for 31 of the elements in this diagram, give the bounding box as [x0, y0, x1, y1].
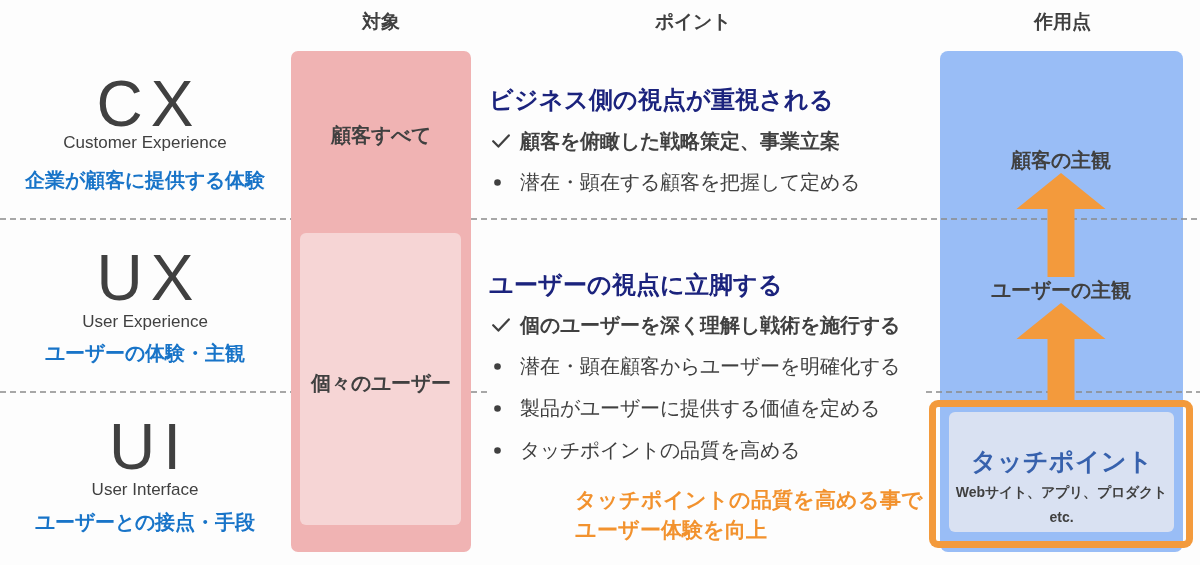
info-panel — [949, 412, 1174, 532]
column-heading: 作用点 — [1033, 10, 1091, 34]
section-heading: ユーザーの視点に立脚する — [489, 270, 783, 300]
node-label: 顧客の主観 — [1011, 147, 1111, 173]
subtitle: User Experience — [82, 311, 208, 333]
acronym-title: UX — [96, 246, 202, 310]
subtitle: User Interface — [91, 479, 199, 501]
arrow — [1016, 173, 1106, 277]
inner-panel — [300, 233, 461, 525]
list-item: 個のユーザーを深く理解し戦術を施行する — [520, 313, 900, 338]
description: 企業が顧客に提供する体験 — [25, 168, 265, 193]
highlight-frame — [929, 400, 1193, 548]
panel-label: 顧客すべて — [331, 123, 431, 148]
column-heading: ポイント — [655, 10, 731, 34]
list-item: 顧客を俯瞰した戦略策定、事業立案 — [520, 129, 840, 154]
list-item: 潜在・顕在顧客からユーザーを明確化する — [520, 354, 900, 379]
heading-label: タッチポイント — [970, 446, 1153, 477]
column-heading: 対象 — [362, 10, 400, 34]
panel-label: 個々のユーザー — [310, 371, 451, 396]
node-label: ユーザーの主観 — [991, 277, 1131, 303]
description: ユーザーとの接点・手段 — [35, 510, 255, 535]
list-item: タッチポイントの品質を高める — [520, 438, 800, 463]
list-item: 製品がユーザーに提供する価値を定める — [520, 396, 880, 421]
section-heading: ビジネス側の視点が重視される — [489, 85, 834, 115]
description: ユーザーの体験・主観 — [45, 341, 245, 366]
caption-label: Webサイト、アプリ、プロダクト etc. — [954, 483, 1169, 527]
callout-text: タッチポイントの品質を高める事でユーザー体験を向上 — [575, 487, 924, 543]
list-item: 潜在・顕在する顧客を把握して定める — [520, 170, 860, 195]
column-panel — [291, 51, 471, 552]
arrow — [1016, 303, 1106, 400]
acronym-title: UI — [109, 415, 189, 479]
